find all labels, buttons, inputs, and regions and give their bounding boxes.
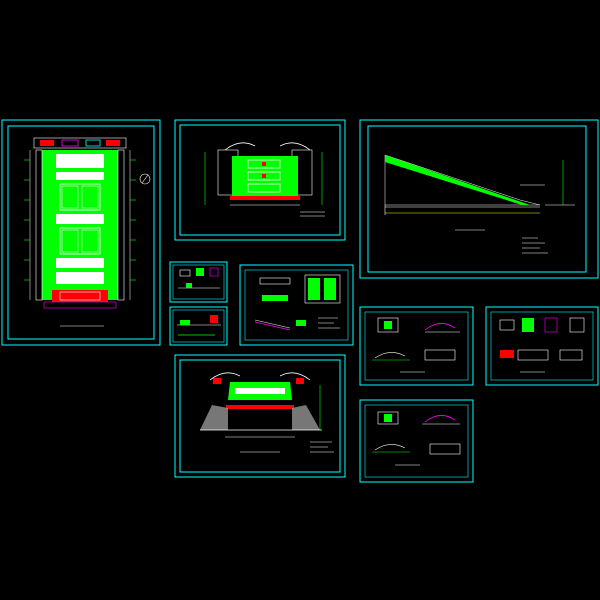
detail-sheet-a xyxy=(169,261,228,303)
detail-sheet-e xyxy=(485,306,599,386)
front-elevation-sheet xyxy=(174,119,346,241)
cross-section-sheet xyxy=(174,354,346,478)
detail-sheet-d xyxy=(359,306,474,386)
detail-sheet-c xyxy=(239,264,354,346)
site-plan-sheet xyxy=(1,119,161,346)
slope-section-sheet xyxy=(359,119,599,279)
detail-sheet-f xyxy=(359,399,474,483)
detail-sheet-b xyxy=(169,306,228,346)
